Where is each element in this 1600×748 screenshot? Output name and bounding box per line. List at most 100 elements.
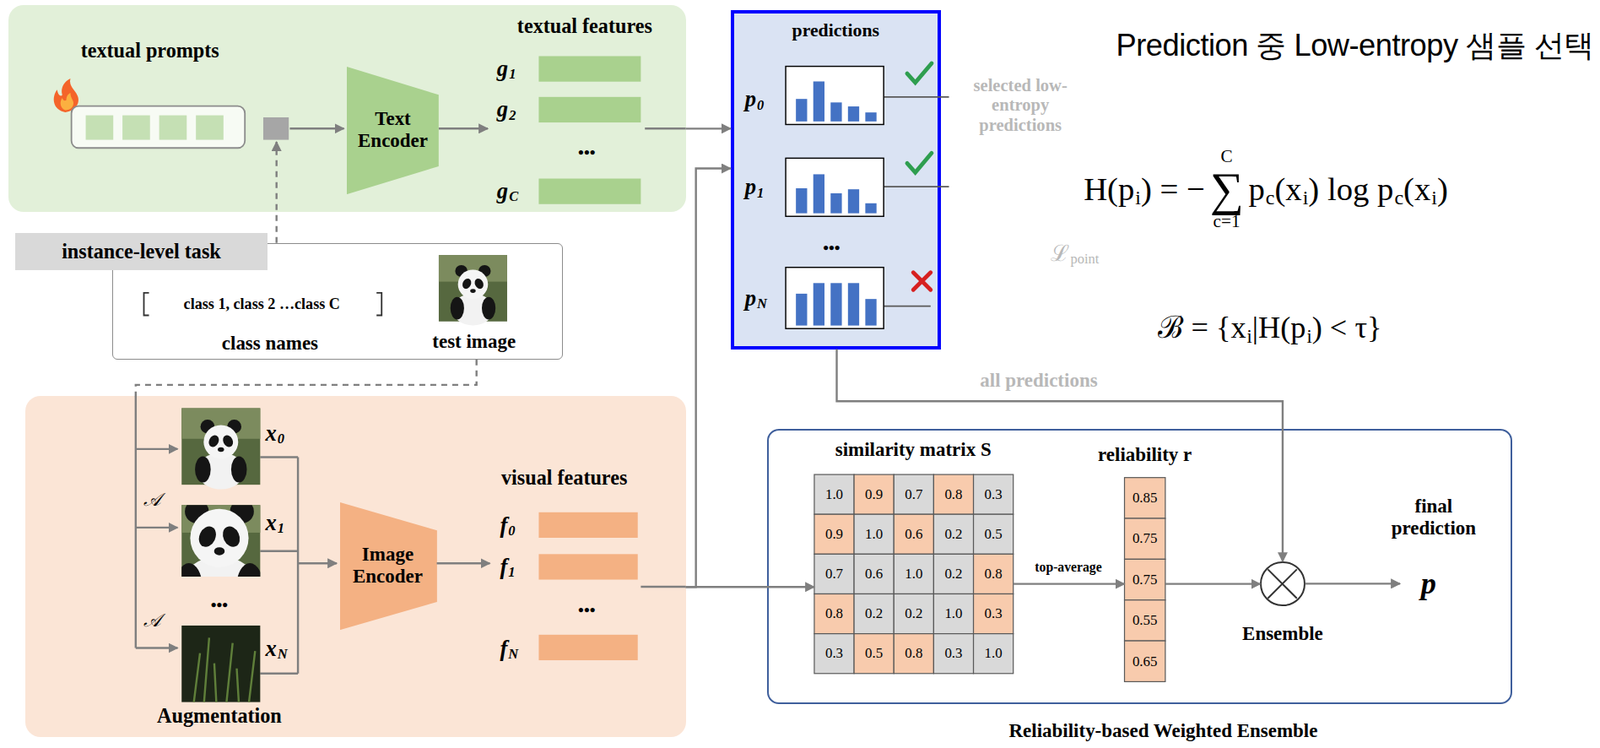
feature-symbol-text: f [500,553,509,580]
faded-note-text: all predictions [979,369,1098,392]
subscript: 2 [508,107,516,124]
matrix-cell: 0.8 [825,605,844,622]
textual-feature-bars [538,178,641,205]
otimes-symbol [1261,562,1303,605]
selection-formula-text: ) < τ} [1312,310,1383,346]
reliability-cell-text: 0.65 [1132,653,1158,670]
ensemble-operator: Ensemble [1259,561,1305,606]
prediction-symbol-text: p [745,285,757,312]
matrix-cell-text: 0.5 [984,525,1003,542]
selection-formula: ℬ = {xi|H(pi) < τ} [1157,310,1382,346]
matrix-cell: 0.6 [864,565,883,582]
entropy-formula-text: ) log p [1308,169,1394,207]
test-image [438,254,508,325]
reliability-cell: 0.65 [1132,653,1158,670]
prediction-histogram [785,66,884,125]
matrix-cell: 0.8 [944,486,963,503]
subscript: 0 [508,522,515,539]
prediction-symbol-text: p [745,86,757,113]
matrix-cell-text: 0.3 [984,605,1003,622]
panel-heading: textual prompts [81,39,220,64]
task-text: class 1, class 2 …class C [183,294,341,313]
matrix-heading: similarity matrix S [835,438,992,461]
subscript: 1 [277,520,285,537]
visual-feature-bars [538,634,638,660]
generated-shapes [854,513,894,554]
generated-shapes [933,633,973,674]
matrix-cell-text: 1.0 [864,525,883,542]
prediction-histogram [864,112,876,122]
generated-shapes [814,513,855,554]
matrix-cell-text: 0.8 [984,565,1003,582]
test-image [438,254,508,325]
visual-feature-bars [538,512,638,538]
matrix-cell: 1.0 [864,525,883,542]
feature-symbol: f1 [500,553,516,580]
selection-formula-text: ℬ = {x [1157,310,1246,346]
prediction-histogram [795,98,807,122]
prompt-tokens [122,115,151,141]
prediction-symbol: pN [745,285,768,312]
matrix-cell: 0.6 [904,525,923,542]
augmentation-wires [135,395,137,649]
matrix-cell: 0.2 [944,525,963,542]
view-symbol: x0 [264,419,285,446]
entropy-formula-text: H(p [1083,169,1135,207]
generated-shapes [814,474,855,514]
matrix-cell: 0.3 [984,486,1003,503]
subscript: i [1306,326,1312,349]
matrix-cell: 0.3 [825,645,844,662]
feature-symbol-text: g [497,96,509,123]
matrix-cell-text: 1.0 [944,605,963,622]
reliability-cell-text: 0.75 [1132,530,1158,547]
prediction-histogram [848,189,860,213]
flow-connector [686,127,731,130]
matrix-cell-text: 0.7 [904,486,923,503]
feature-symbol-text: g [497,55,509,82]
matrix-cell-text: 0.3 [944,645,963,662]
prediction-histogram [785,157,884,217]
generated-shapes [933,553,973,594]
prediction-histogram [795,188,807,214]
matrix-cell-text: 0.8 [825,605,844,622]
panel-heading: textual features [517,15,653,39]
prompt-tokens [195,115,224,141]
matrix-cell: 1.0 [984,645,1003,662]
class-token [263,117,289,141]
flow-connector [686,585,815,588]
augmented-views [181,407,260,489]
matrix-cell-text: 0.5 [864,645,883,662]
ellipsis-text: ••• [578,143,595,163]
prediction-histogram [848,106,860,122]
subscript: i [1431,186,1438,211]
feature-symbol-text: f [500,511,509,538]
reliability-cell: 0.75 [1132,571,1158,588]
prediction-histogram [864,298,876,325]
flow-connector [686,168,731,588]
matrix-cell-text: 0.8 [944,486,963,503]
generated-shapes [933,513,973,554]
augmentation-wires [297,562,337,564]
sum-column: C∑c=1 [1210,146,1244,231]
matrix-cell-text: 0.6 [904,525,923,542]
matrix-cell: 0.2 [864,605,883,622]
prediction-histogram [848,282,860,325]
reliability-cell: 0.55 [1132,611,1158,628]
operator-label: Ensemble [1242,622,1324,645]
vector-heading: reliability r [1097,443,1192,466]
matrix-cell-text: 0.2 [904,605,923,622]
subscript: C [508,189,519,206]
prediction-histogram [785,267,884,330]
subscript: i [1135,186,1141,211]
ellipsis: ••• [578,143,595,163]
module-caption: Reliability-based Weighted Ensemble [1009,719,1319,742]
generated-shapes [893,553,934,594]
subscript: N [756,296,768,313]
entropy-formula: H(pi) = −C∑c=1pc(xi) log pc(xi) [1083,146,1449,231]
generated-shapes [893,593,934,633]
prediction-histogram [785,267,884,330]
feature-symbol: gC [497,178,519,205]
prediction-histogram [813,282,825,325]
visual-feature-bars [538,553,638,579]
prediction-symbol: p1 [745,173,765,200]
